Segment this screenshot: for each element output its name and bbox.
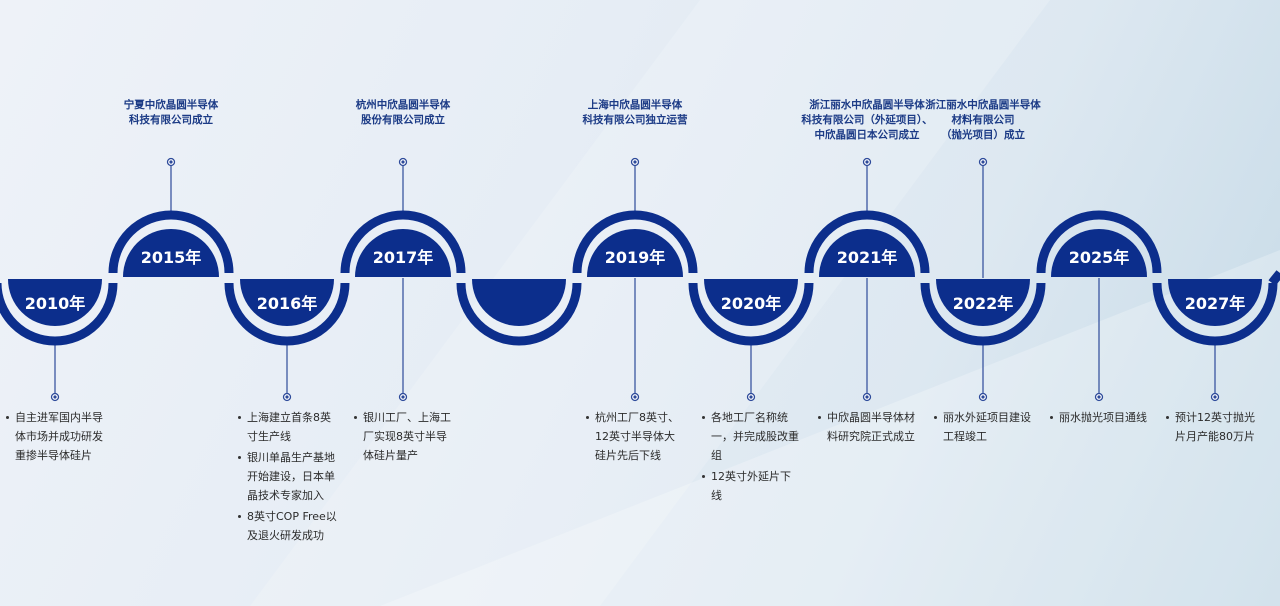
year-label: 2027年 — [1184, 294, 1246, 313]
timeline-ring — [224, 282, 350, 346]
timeline-ring — [804, 210, 930, 274]
bullet-item: 银川单晶生产基地开始建设，日本单晶技术专家加入 — [237, 448, 337, 505]
node-dot-center — [981, 395, 985, 399]
year-semicircle — [587, 229, 683, 277]
year-semicircle — [123, 229, 219, 277]
milestone-title-line: 上海中欣晶圆半导体 — [587, 99, 683, 111]
milestone-bullets: 丽水外延项目建设工程竣工 — [933, 408, 1033, 448]
year-label: 2010年 — [24, 294, 86, 313]
timeline-ring — [920, 282, 1046, 346]
year-label: 2025年 — [1068, 248, 1130, 267]
year-semicircle — [936, 279, 1030, 326]
year-semicircle — [1168, 279, 1262, 326]
milestone-title: 上海中欣晶圆半导体科技有限公司独立运营 — [560, 98, 710, 128]
milestone-title-line: 宁夏中欣晶圆半导体 — [123, 99, 219, 111]
node-dot-center — [633, 160, 637, 164]
year-label: 2021年 — [836, 248, 898, 267]
milestone-title: 浙江丽水中欣晶圆半导体科技有限公司（外延项目）、中欣晶圆日本公司成立 — [792, 98, 942, 143]
bullet-item: 8英寸COP Free以及退火研发成功 — [237, 507, 337, 545]
milestone-title-line: 中欣晶圆日本公司成立 — [814, 129, 920, 141]
node-dot-center — [633, 395, 637, 399]
milestone-title-line: 杭州中欣晶圆半导体 — [355, 99, 451, 111]
year-semicircle — [355, 229, 451, 277]
year-semicircle — [819, 229, 915, 277]
milestone-title-line: 科技有限公司成立 — [129, 114, 213, 126]
timeline-ring — [572, 210, 698, 274]
year-label: 2016年 — [256, 294, 318, 313]
bullet-item: 自主进军国内半导体市场并成功研发重掺半导体硅片 — [5, 408, 105, 465]
bullet-item: 中欣晶圆半导体材料研究院正式成立 — [817, 408, 917, 446]
timeline-ring — [688, 282, 814, 346]
timeline-ring — [1036, 210, 1162, 274]
milestone-title: 宁夏中欣晶圆半导体科技有限公司成立 — [96, 98, 246, 128]
year-semicircle — [8, 279, 102, 326]
year-label: 2017年 — [372, 248, 434, 267]
bullet-item: 银川工厂、上海工厂实现8英寸半导体硅片量产 — [353, 408, 453, 465]
node-dot-center — [401, 395, 405, 399]
year-label: 2022年 — [952, 294, 1014, 313]
bullet-item: 上海建立首条8英寸生产线 — [237, 408, 337, 446]
year-semicircle — [1051, 229, 1147, 277]
milestone-bullets: 丽水抛光项目通线 — [1049, 408, 1149, 429]
bullet-item: 杭州工厂8英寸、12英寸半导体大硅片先后下线 — [585, 408, 685, 465]
bullet-item: 丽水外延项目建设工程竣工 — [933, 408, 1033, 446]
node-dot-center — [749, 395, 753, 399]
milestone-title: 浙江丽水中欣晶圆半导体材料有限公司 （抛光项目）成立 — [908, 98, 1058, 143]
node-dot-center — [1213, 395, 1217, 399]
year-label: 2019年 — [604, 248, 666, 267]
milestone-title-line: 科技有限公司（外延项目）、 — [801, 114, 933, 126]
year-semicircle — [472, 279, 566, 326]
milestone-bullets: 银川工厂、上海工厂实现8英寸半导体硅片量产 — [353, 408, 453, 467]
year-label: 2015年 — [140, 248, 202, 267]
milestone-title-line: 科技有限公司独立运营 — [582, 114, 688, 126]
timeline-ring-edge — [1268, 270, 1280, 286]
node-dot-center — [53, 395, 57, 399]
node-dot-center — [865, 160, 869, 164]
milestone-title: 杭州中欣晶圆半导体股份有限公司成立 — [328, 98, 478, 128]
milestone-title-line: 浙江丽水中欣晶圆半导体 — [809, 99, 925, 111]
milestone-title-line: 浙江丽水中欣晶圆半导体 — [925, 99, 1041, 111]
bullet-item: 各地工厂名称统一，并完成股改重组 — [701, 408, 801, 465]
timeline-ring — [340, 210, 466, 274]
milestone-title-line: 股份有限公司成立 — [361, 114, 445, 126]
milestone-title-line: （抛光项目）成立 — [941, 129, 1025, 141]
timeline-ring — [1152, 282, 1278, 346]
bullet-item: 预计12英寸抛光片月产能80万片 — [1165, 408, 1265, 446]
node-dot-center — [981, 160, 985, 164]
milestone-bullets: 自主进军国内半导体市场并成功研发重掺半导体硅片 — [5, 408, 105, 467]
milestone-title-line: 材料有限公司 — [951, 114, 1015, 126]
node-dot-center — [285, 395, 289, 399]
timeline-ring — [108, 210, 234, 274]
node-dot-center — [865, 395, 869, 399]
milestone-bullets: 中欣晶圆半导体材料研究院正式成立 — [817, 408, 917, 448]
node-dot-center — [1097, 395, 1101, 399]
bullet-item: 丽水抛光项目通线 — [1049, 408, 1149, 427]
milestone-bullets: 杭州工厂8英寸、12英寸半导体大硅片先后下线 — [585, 408, 685, 467]
node-dot-center — [169, 160, 173, 164]
bullet-item: 12英寸外延片下线 — [701, 467, 801, 505]
year-semicircle — [704, 279, 798, 326]
node-dot-center — [401, 160, 405, 164]
year-label: 2020年 — [720, 294, 782, 313]
timeline-ring — [0, 282, 118, 346]
timeline-ring — [456, 282, 582, 346]
year-semicircle — [240, 279, 334, 326]
milestone-bullets: 预计12英寸抛光片月产能80万片 — [1165, 408, 1265, 448]
